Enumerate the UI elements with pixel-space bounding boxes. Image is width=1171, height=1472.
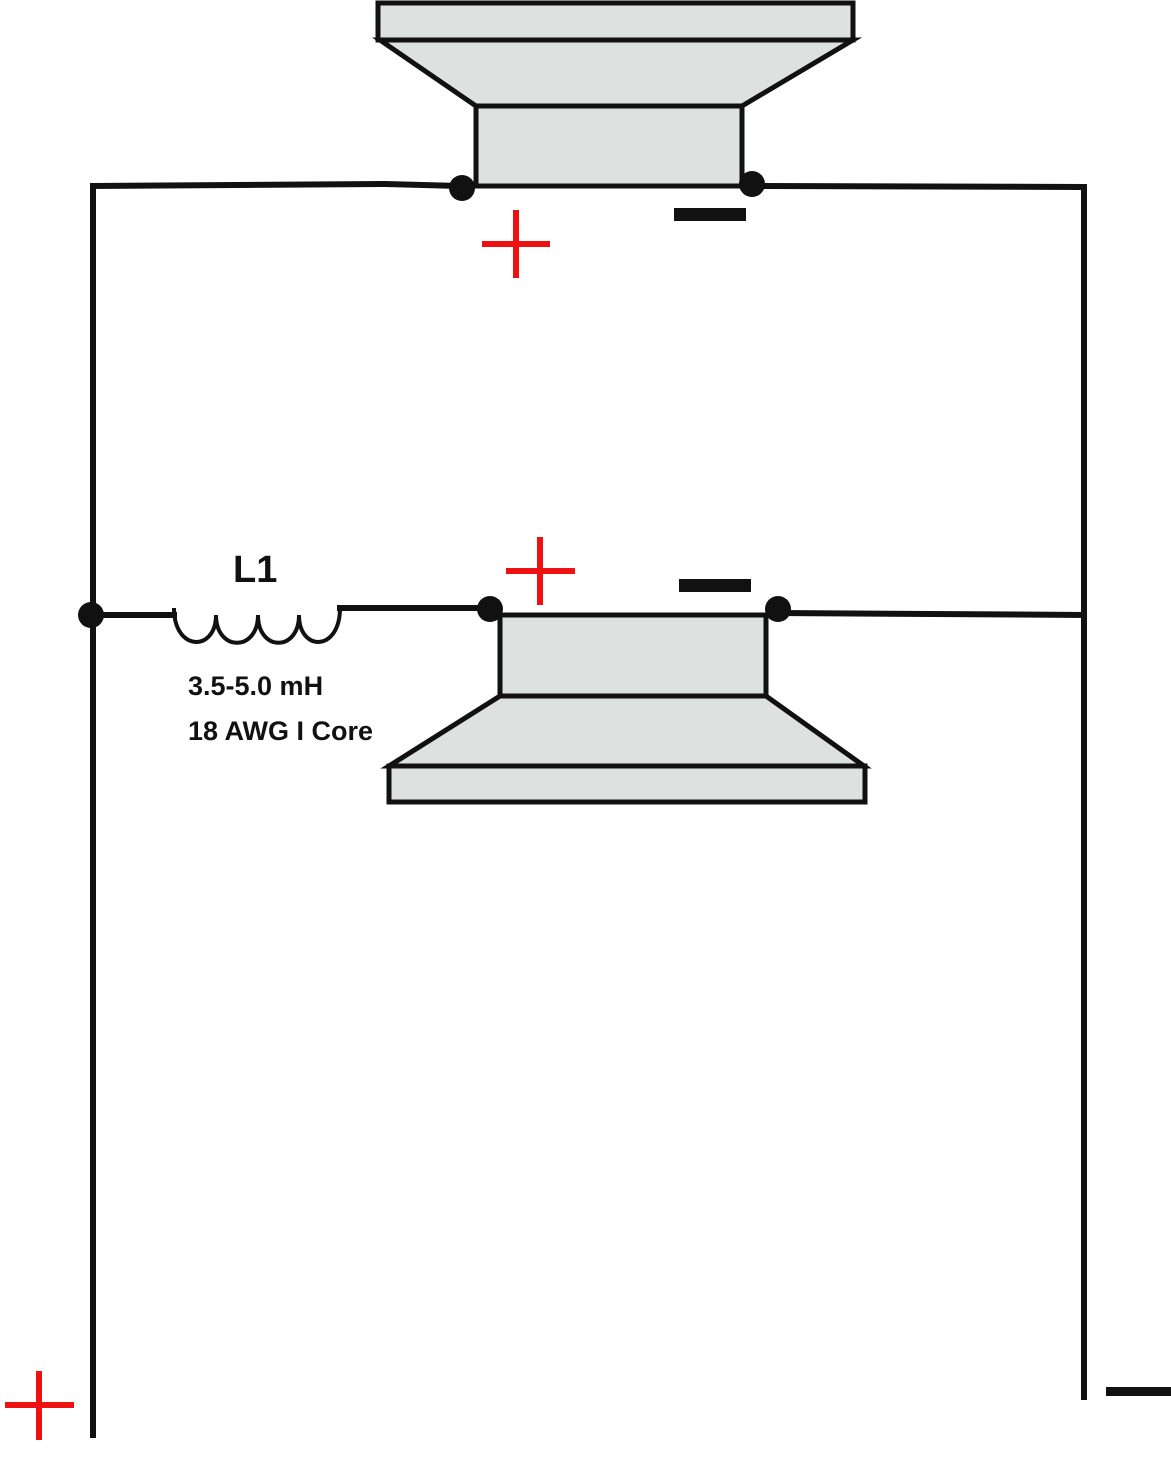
input-positive-plus-icon bbox=[5, 1371, 74, 1440]
lower-speaker-plus-icon bbox=[506, 537, 575, 605]
upper-speaker-frame bbox=[375, 0, 856, 43]
inductor-coil-icon bbox=[172, 607, 342, 645]
junction-node bbox=[78, 602, 104, 628]
upper-speaker-magnet bbox=[473, 103, 745, 189]
wires bbox=[89, 180, 1088, 1438]
upper-speaker-positive-terminal bbox=[449, 175, 475, 201]
lower-speaker-negative-terminal bbox=[765, 596, 791, 622]
lower-speaker-positive-terminal bbox=[477, 596, 503, 622]
input-negative-minus-icon bbox=[1106, 1387, 1171, 1396]
upper-speaker bbox=[371, 0, 863, 189]
inductor-value: 3.5-5.0 mH bbox=[188, 671, 323, 701]
inductor-l1: L1 3.5-5.0 mH 18 AWG I Core bbox=[172, 549, 373, 746]
lower-speaker-cone bbox=[380, 693, 872, 769]
upper-speaker-positive-wire bbox=[89, 180, 466, 190]
lower-speaker-magnet bbox=[497, 612, 769, 699]
inductor-label: L1 bbox=[233, 549, 277, 591]
upper-speaker-negative-wire bbox=[748, 182, 1088, 191]
upper-speaker-negative-terminal bbox=[739, 171, 765, 197]
lower-speaker-minus-icon bbox=[679, 579, 751, 592]
lower-speaker bbox=[380, 612, 872, 805]
upper-speaker-minus-icon bbox=[674, 208, 746, 221]
upper-speaker-plus-icon bbox=[482, 210, 550, 278]
terminals bbox=[78, 171, 791, 628]
inductor-spec: 18 AWG I Core bbox=[188, 716, 373, 746]
polarity-marks bbox=[5, 208, 1171, 1440]
lower-speaker-frame bbox=[386, 763, 868, 805]
upper-speaker-cone bbox=[371, 37, 863, 109]
lower-speaker-negative-wire bbox=[774, 609, 1088, 619]
